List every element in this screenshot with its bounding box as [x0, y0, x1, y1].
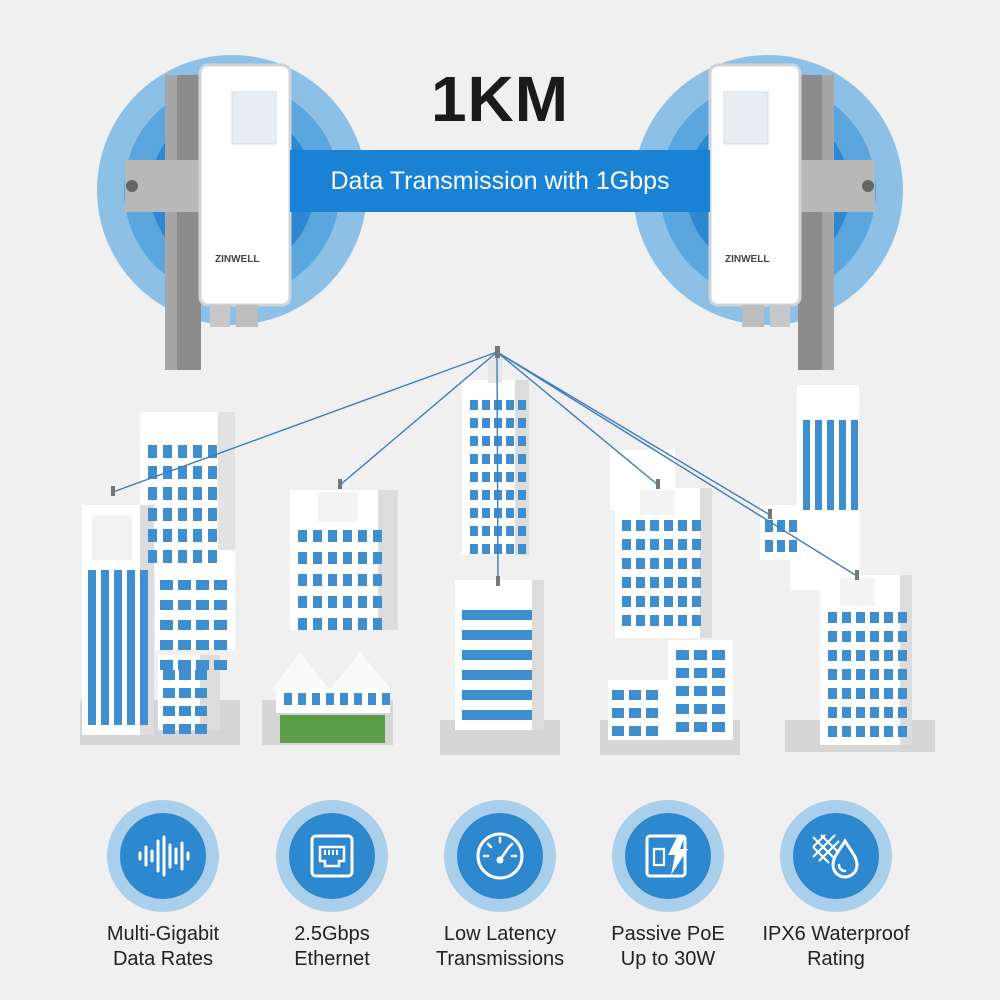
wireless-links [112, 351, 858, 583]
left-brand-logo: ZINWELL [215, 254, 259, 265]
network-scene: ZINWELL ZINWELL [80, 55, 935, 755]
feature-ipx6: IPX6 Waterproof Rating [746, 800, 926, 972]
right-bracket [790, 160, 875, 212]
feature-label-line2: Data Rates [112, 948, 214, 970]
ethernet-port-icon [310, 834, 354, 878]
speedometer-icon [476, 832, 524, 880]
green-lawn [280, 715, 385, 743]
feature-label-line2: Up to 30W [620, 948, 716, 970]
feature-label-line1: Passive PoE [611, 923, 725, 945]
feature-label-line1: IPX6 Waterproof [762, 923, 910, 945]
feature-multi-gigabit: Multi-Gigabit Data Rates [73, 800, 253, 972]
feature-label-line1: 2.5Gbps [294, 923, 370, 945]
transmission-banner: Data Transmission with 1Gbps [290, 150, 710, 212]
right-device-group [620, 55, 910, 375]
left-device-group [90, 55, 380, 375]
right-brand-logo: ZINWELL [725, 254, 769, 265]
feature-label-line2: Ethernet [294, 948, 370, 970]
waveform-icon [138, 835, 190, 877]
feature-label-line1: Multi-Gigabit [106, 923, 220, 945]
rooftop-antennas [111, 346, 859, 586]
water-drop-icon [812, 834, 859, 879]
feature-low-latency: Low Latency Transmissions [410, 800, 590, 972]
feature-passive-poe: Passive PoE Up to 30W [578, 800, 758, 972]
feature-label-line2: Rating [807, 948, 865, 970]
power-bolt-icon [645, 834, 688, 878]
feature-label-line2: Transmissions [435, 948, 565, 970]
feature-label-line1: Low Latency [443, 923, 557, 945]
distance-label: 1KM [430, 63, 570, 135]
feature-ethernet: 2.5Gbps Ethernet [242, 800, 422, 972]
